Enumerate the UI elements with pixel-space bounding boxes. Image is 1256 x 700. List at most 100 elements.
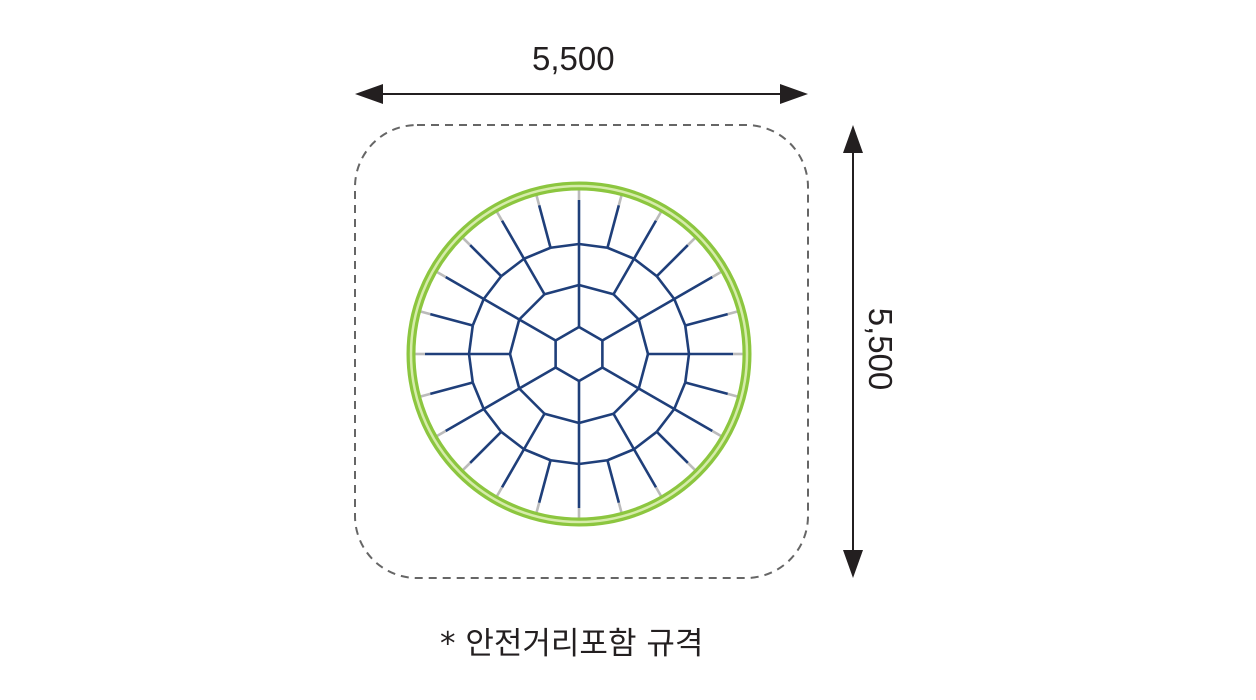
rope-segment — [500, 448, 526, 489]
rope-segment — [471, 298, 485, 327]
rope-clamp — [535, 502, 541, 513]
rope-segment — [554, 325, 580, 342]
rope-segment — [673, 275, 714, 301]
rope-clamp — [495, 211, 504, 222]
rope-segment — [601, 366, 640, 390]
rope-segment — [537, 204, 552, 249]
rope-segment — [578, 366, 604, 383]
height-dimension-arrow — [843, 125, 863, 578]
rope-segment — [544, 283, 580, 296]
rope-segment — [518, 293, 546, 321]
rope-segment — [429, 381, 474, 396]
rope-segment — [612, 413, 636, 450]
rope-segment — [522, 413, 546, 450]
rope-segment — [684, 381, 729, 396]
rope-segment — [612, 258, 636, 295]
rope-segment — [482, 275, 503, 300]
rope-segment — [500, 430, 525, 451]
rope-segment — [522, 258, 546, 295]
rope-segment — [683, 325, 691, 355]
rope-segment — [537, 459, 552, 504]
rope-segment — [655, 275, 676, 300]
rope-segment — [655, 430, 689, 464]
rope-segment — [606, 448, 635, 462]
rope-segment — [632, 448, 658, 489]
rope-clamp — [686, 461, 696, 471]
rope-segment — [612, 293, 640, 321]
rope-segment — [550, 242, 580, 250]
rope-segment — [578, 283, 614, 296]
rope-segment — [554, 366, 580, 383]
rope-clamp — [420, 392, 431, 398]
rope-clamp — [617, 502, 623, 513]
rope-clamp — [462, 461, 472, 471]
rope-segment — [655, 244, 689, 278]
rope-clamp — [495, 486, 504, 497]
rope-segment — [655, 408, 676, 433]
rope-segment — [508, 353, 521, 389]
rope-net — [415, 190, 743, 518]
rope-segment — [578, 458, 608, 466]
rope-clamp — [535, 195, 541, 206]
safety-zone-outline — [354, 124, 809, 579]
rope-segment — [523, 448, 552, 462]
rope-segment — [638, 387, 675, 411]
rope-segment — [467, 325, 475, 355]
rope-segment — [673, 298, 687, 327]
rope-segment — [500, 257, 525, 278]
rope-segment — [638, 297, 675, 321]
rope-segment — [578, 325, 604, 342]
rope-segment — [632, 219, 658, 260]
rope-segment — [429, 312, 474, 327]
rope-segment — [483, 387, 520, 411]
rope-segment — [683, 353, 691, 383]
rope-segment — [633, 257, 658, 278]
rope-clamp — [617, 195, 623, 206]
rope-clamp — [711, 429, 722, 438]
rope-clamp — [654, 486, 663, 497]
rope-segment — [673, 381, 687, 410]
rope-segment — [684, 312, 729, 327]
rope-segment — [606, 246, 635, 260]
rope-segment — [444, 275, 485, 301]
rope-segment — [578, 412, 614, 425]
rope-segment — [518, 366, 557, 390]
rope-segment — [444, 407, 485, 433]
rope-clamp — [727, 310, 738, 316]
rope-segment — [601, 318, 640, 342]
rope-clamp — [686, 237, 696, 247]
rope-segment — [606, 459, 621, 504]
rope-segment — [518, 318, 557, 342]
rope-segment — [471, 381, 485, 410]
width-label: 5,500 — [532, 40, 615, 77]
rope-segment — [606, 204, 621, 249]
rope-segment — [518, 387, 546, 415]
frame-ring-highlight — [409, 184, 749, 524]
rope-clamp — [436, 270, 447, 279]
rope-clamp — [420, 310, 431, 316]
height-label: 5,500 — [862, 307, 899, 391]
rope-segment — [483, 297, 520, 321]
rope-segment — [544, 412, 580, 425]
rope-segment — [673, 407, 714, 433]
rope-clamp — [436, 429, 447, 438]
rope-clamp — [727, 392, 738, 398]
rope-segment — [523, 246, 552, 260]
rope-clamp — [462, 237, 472, 247]
rope-segment — [482, 408, 503, 433]
rope-segment — [578, 242, 608, 250]
rope-segment — [500, 219, 526, 260]
rope-segment — [508, 319, 521, 355]
note-text: * 안전거리포함 규격 — [440, 626, 704, 662]
rope-segment — [633, 430, 658, 451]
rope-segment — [637, 319, 650, 355]
rope-segment — [469, 430, 503, 464]
width-dimension-arrow — [355, 84, 808, 104]
rope-segment — [550, 458, 580, 466]
rope-clamp — [654, 211, 663, 222]
rope-segment — [637, 353, 650, 389]
rope-segment — [469, 244, 503, 278]
rope-clamp — [711, 270, 722, 279]
rope-segment — [612, 387, 640, 415]
